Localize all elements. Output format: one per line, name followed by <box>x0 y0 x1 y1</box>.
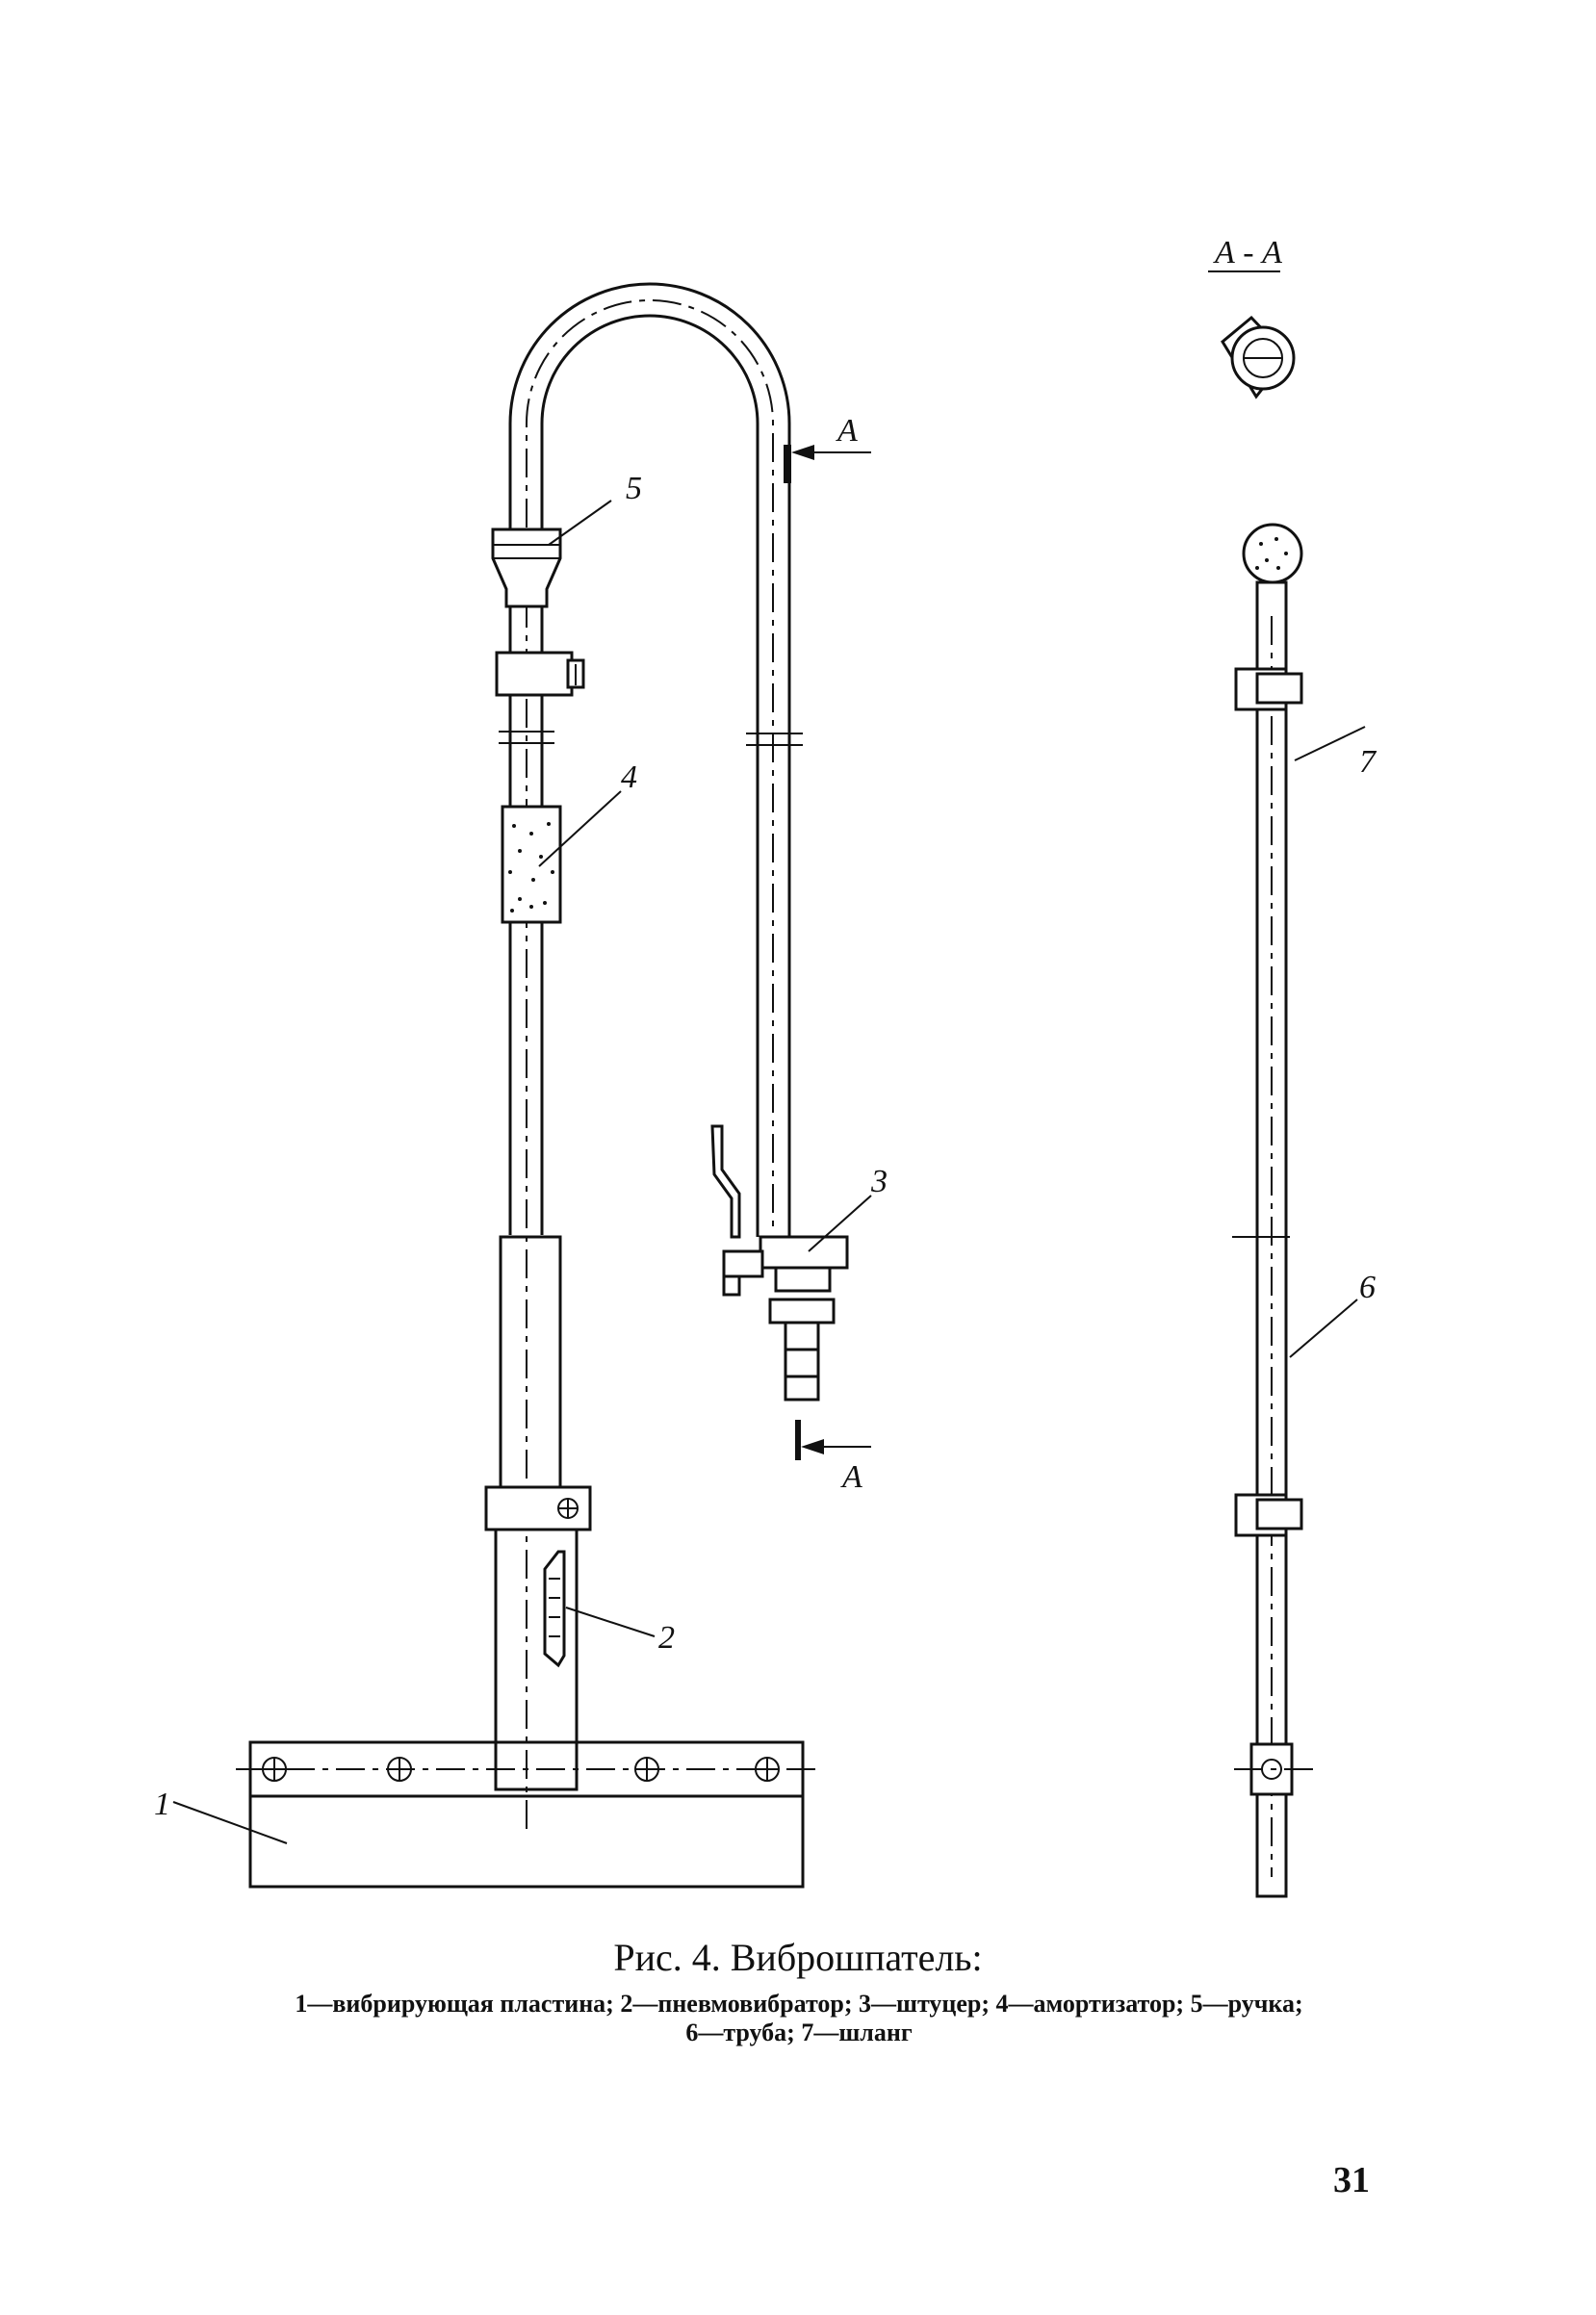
valve-lever <box>710 1124 741 1239</box>
fitting-nipple-2 <box>784 1348 820 1378</box>
fitting-valve-block <box>722 1249 764 1278</box>
tube-centerline <box>526 299 774 1829</box>
fitting-nipple-1 <box>784 1321 820 1351</box>
section-mark-top <box>784 445 791 483</box>
leader-line-7 <box>1294 726 1366 761</box>
side-view <box>1232 523 1366 1898</box>
knob-dots <box>1255 537 1288 570</box>
label-6: 6 <box>1359 1270 1376 1305</box>
fitting-nipple-3 <box>784 1375 820 1402</box>
leader-line-5 <box>548 500 612 546</box>
tube-outer-outline <box>508 282 791 1237</box>
label-3: 3 <box>870 1164 888 1199</box>
legend-line-1: 1—вибрирующая пластина; 2—пневмовибратор… <box>295 1990 1303 2018</box>
vibrator-cutaway <box>543 1550 566 1668</box>
figure-caption-legend: 1—вибрирующая пластина; 2—пневмовибратор… <box>125 1990 1473 2047</box>
label-1: 1 <box>154 1787 170 1822</box>
main-view <box>172 282 872 1889</box>
absorber-dots <box>508 822 554 913</box>
leader-line-6 <box>1289 1299 1358 1358</box>
section-aa: А - А <box>1208 235 1296 399</box>
fitting-nut-2 <box>768 1298 836 1325</box>
label-2: 2 <box>658 1620 675 1656</box>
side-tube <box>1255 580 1288 1898</box>
section-arrow-head-top <box>791 445 814 460</box>
section-title: А - А <box>1213 235 1282 270</box>
vibrator-housing <box>494 1528 579 1791</box>
side-clamp-bottom-bolt <box>1255 1498 1303 1530</box>
leader-line-2 <box>565 1607 656 1637</box>
plate-lower <box>248 1794 805 1889</box>
lower-sleeve <box>499 1235 562 1489</box>
side-handle-knob <box>1242 523 1303 584</box>
section-arrow-head-bottom <box>801 1439 824 1454</box>
figure-caption-title: Рис. 4. Виброшпатель: <box>613 1936 983 1979</box>
side-clamp-top-bolt <box>1255 672 1303 705</box>
handle-grip <box>491 527 562 608</box>
left-clamp <box>495 651 574 697</box>
valve-handle-lower <box>722 1251 741 1297</box>
fitting-nut-1 <box>774 1266 832 1293</box>
label-4: 4 <box>621 759 637 795</box>
fitting-body <box>759 1235 849 1270</box>
tube-inner-outline <box>540 314 759 1237</box>
plate-bolts <box>262 1757 780 1782</box>
legend-line-2: 6—труба; 7—шланг <box>685 2019 913 2046</box>
section-mark-bottom <box>795 1420 801 1460</box>
label-section-top: А <box>836 413 858 449</box>
label-7: 7 <box>1359 744 1377 780</box>
leader-line-1 <box>172 1801 288 1844</box>
leader-line-4 <box>538 790 622 867</box>
leader-line-3 <box>808 1195 872 1252</box>
label-section-bottom: А <box>840 1459 862 1495</box>
label-5: 5 <box>626 471 642 506</box>
page-number: 31 <box>1333 2160 1370 2200</box>
